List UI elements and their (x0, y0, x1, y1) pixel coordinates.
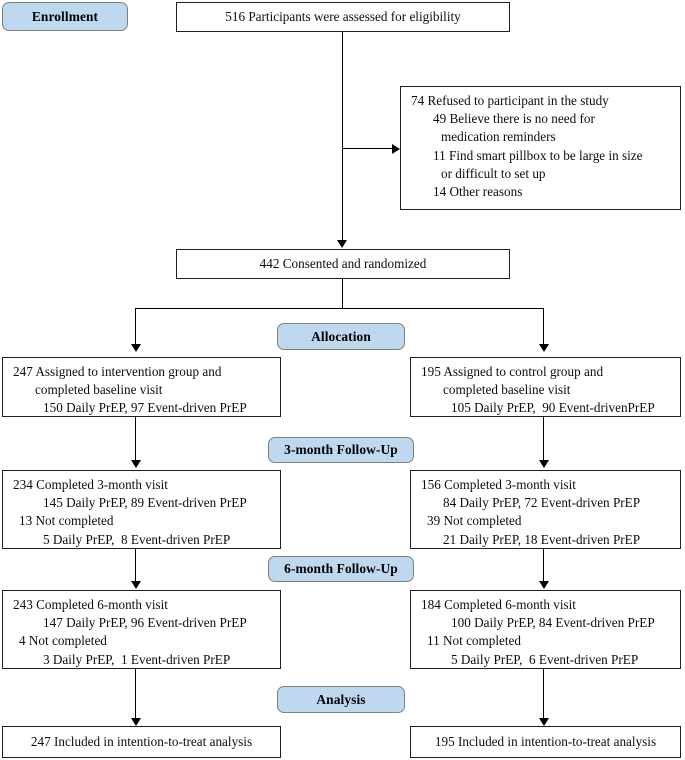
node-allocation-intervention: 247 Assigned to intervention group and c… (2, 357, 281, 417)
node-allocation-control: 195 Assigned to control group and comple… (410, 357, 681, 417)
node-alloc-intervention-line-1: 247 Assigned to intervention group and (13, 364, 222, 379)
node-6m-control: 184 Completed 6-month visit 100 Daily Pr… (410, 590, 681, 669)
node-3m-control-line-3: 39 Not completed (427, 513, 522, 529)
arrowhead-randomized (337, 240, 347, 248)
node-6m-intervention: 243 Completed 6-month visit 147 Daily Pr… (2, 590, 281, 669)
node-3m-control-line-4: 21 Daily PrEP, 18 Event-driven PrEP (443, 531, 641, 547)
stage-badge-allocation-label: Allocation (311, 328, 371, 344)
node-refused-line-4: 11 Find smart pillbox to be large in siz… (433, 147, 643, 163)
stage-badge-6-month-follow-up: 6-month Follow-Up (268, 556, 414, 582)
stage-badge-6m-label: 6-month Follow-Up (284, 561, 398, 576)
node-refused-line-6: 14 Other reasons (433, 184, 523, 200)
arrowhead-6m-right (538, 581, 549, 589)
node-refused-line-5: or difficult to set up (441, 165, 546, 181)
node-6m-control-line-2: 100 Daily PrEP, 84 Event-driven PrEP (451, 615, 655, 631)
connector-alloc-to-3m-right (543, 417, 545, 462)
connector-allocation-left (135, 308, 137, 350)
connector-3m-to-6m-right (543, 549, 545, 583)
node-randomized-line-1: 442 Consented and randomized (259, 255, 427, 271)
stage-badge-3-month-follow-up: 3-month Follow-Up (268, 437, 414, 463)
node-3m-control-line-1: 156 Completed 3-month visit (421, 477, 576, 492)
node-refused: 74 Refused to participant in the study 4… (400, 86, 681, 210)
stage-badge-analysis-label: Analysis (316, 691, 366, 707)
node-3m-intervention-line-2: 145 Daily PrEP, 89 Event-driven PrEP (43, 495, 247, 511)
arrowhead-refused (392, 143, 400, 154)
node-6m-intervention-line-1: 243 Completed 6-month visit (13, 597, 168, 612)
stage-badge-enrollment-label: Enrollment (31, 8, 99, 24)
arrowhead-analysis-right (538, 718, 549, 726)
node-3m-intervention-line-3: 13 Not completed (19, 513, 114, 529)
node-6m-intervention-line-3: 4 Not completed (19, 633, 107, 649)
node-assessed-for-eligibility: 516 Participants were assessed for eligi… (176, 2, 510, 32)
connector-alloc-to-3m-left (135, 417, 137, 462)
node-6m-control-line-1: 184 Completed 6-month visit (421, 597, 576, 612)
node-refused-line-1: 74 Refused to participant in the study (411, 93, 609, 108)
stage-badge-3m-label: 3-month Follow-Up (284, 442, 398, 457)
node-refused-line-3: medication reminders (441, 129, 556, 145)
arrowhead-6m-left (130, 581, 141, 589)
node-3m-intervention: 234 Completed 3-month visit 145 Daily Pr… (2, 470, 281, 549)
stage-badge-analysis: Analysis (277, 686, 405, 713)
arrowhead-3m-left (130, 460, 141, 468)
node-consented-randomized: 442 Consented and randomized (176, 249, 510, 279)
node-refused-line-2: 49 Believe there is no need for (433, 111, 595, 127)
node-assessed-line-1: 516 Participants were assessed for eligi… (225, 8, 461, 24)
node-6m-intervention-line-4: 3 Daily PrEP, 1 Event-driven PrEP (43, 651, 231, 667)
stage-badge-enrollment: Enrollment (2, 2, 128, 31)
connector-6m-to-analysis-left (135, 669, 137, 720)
connector-randomized-stem (342, 279, 344, 309)
connector-6m-to-analysis-right (543, 669, 545, 720)
node-analysis-control-line-1: 195 Included in intention-to-treat analy… (434, 733, 657, 749)
node-6m-control-line-3: 11 Not completed (427, 633, 521, 649)
node-analysis-intervention: 247 Included in intention-to-treat analy… (2, 726, 281, 758)
stage-badge-allocation: Allocation (277, 323, 405, 350)
node-6m-intervention-line-2: 147 Daily PrEP, 96 Event-driven PrEP (43, 615, 247, 631)
arrowhead-3m-right (538, 460, 549, 468)
node-3m-intervention-line-4: 5 Daily PrEP, 8 Event-driven PrEP (43, 531, 231, 547)
connector-to-refused (342, 148, 398, 150)
connector-3m-to-6m-left (135, 549, 137, 583)
arrowhead-alloc-left (130, 344, 141, 352)
node-alloc-control-line-2: completed baseline visit (443, 382, 571, 398)
connector-allocation-split (135, 308, 544, 310)
node-alloc-intervention-line-2: completed baseline visit (35, 382, 163, 398)
connector-allocation-right (543, 308, 545, 350)
node-3m-intervention-line-1: 234 Completed 3-month visit (13, 477, 168, 492)
node-alloc-control-line-3: 105 Daily PrEP, 90 Event-drivenPrEP (451, 400, 655, 416)
connector-assessed-to-randomized (342, 32, 344, 246)
node-analysis-control: 195 Included in intention-to-treat analy… (410, 726, 681, 758)
node-alloc-control-line-1: 195 Assigned to control group and (421, 364, 604, 379)
node-alloc-intervention-line-3: 150 Daily PrEP, 97 Event-driven PrEP (43, 400, 247, 416)
node-3m-control-line-2: 84 Daily PrEP, 72 Event-driven PrEP (443, 495, 641, 511)
node-3m-control: 156 Completed 3-month visit 84 Daily PrE… (410, 470, 681, 549)
arrowhead-analysis-left (130, 718, 141, 726)
arrowhead-alloc-right (538, 344, 549, 352)
node-analysis-intervention-line-1: 247 Included in intention-to-treat analy… (30, 733, 253, 749)
node-6m-control-line-4: 5 Daily PrEP, 6 Event-driven PrEP (451, 651, 639, 667)
